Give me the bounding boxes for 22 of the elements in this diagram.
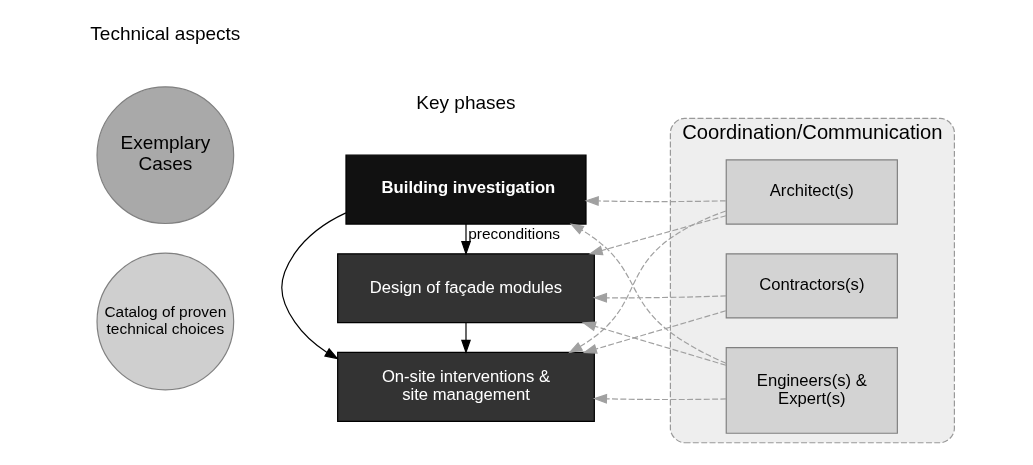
- arrow: [582, 309, 727, 354]
- arrow: [588, 214, 727, 255]
- edge-label: preconditions: [468, 224, 561, 242]
- arrow: [461, 321, 471, 354]
- arrow: [592, 393, 727, 404]
- node-box: On-site interventions & site management: [337, 351, 595, 422]
- node-box: Design of façade modules: [337, 252, 595, 323]
- arrow: [568, 209, 727, 353]
- node-box: Engineers(s) & Expert(s): [725, 346, 898, 434]
- label: Technical aspects: [90, 22, 241, 44]
- arrow: [461, 223, 471, 255]
- node-box: Architect(s): [725, 158, 898, 225]
- arrow: [592, 292, 727, 303]
- arrow: [581, 321, 727, 366]
- label: Key phases: [416, 91, 516, 113]
- node-circle: Catalog of proven technical choices: [96, 252, 235, 390]
- arrow: [569, 222, 727, 364]
- arrow: [584, 195, 727, 206]
- node-circle: Exemplary Cases: [96, 85, 235, 224]
- node-box: Contractors(s): [725, 252, 898, 319]
- arrow: [281, 211, 347, 359]
- node-box: Building investigation: [345, 154, 587, 225]
